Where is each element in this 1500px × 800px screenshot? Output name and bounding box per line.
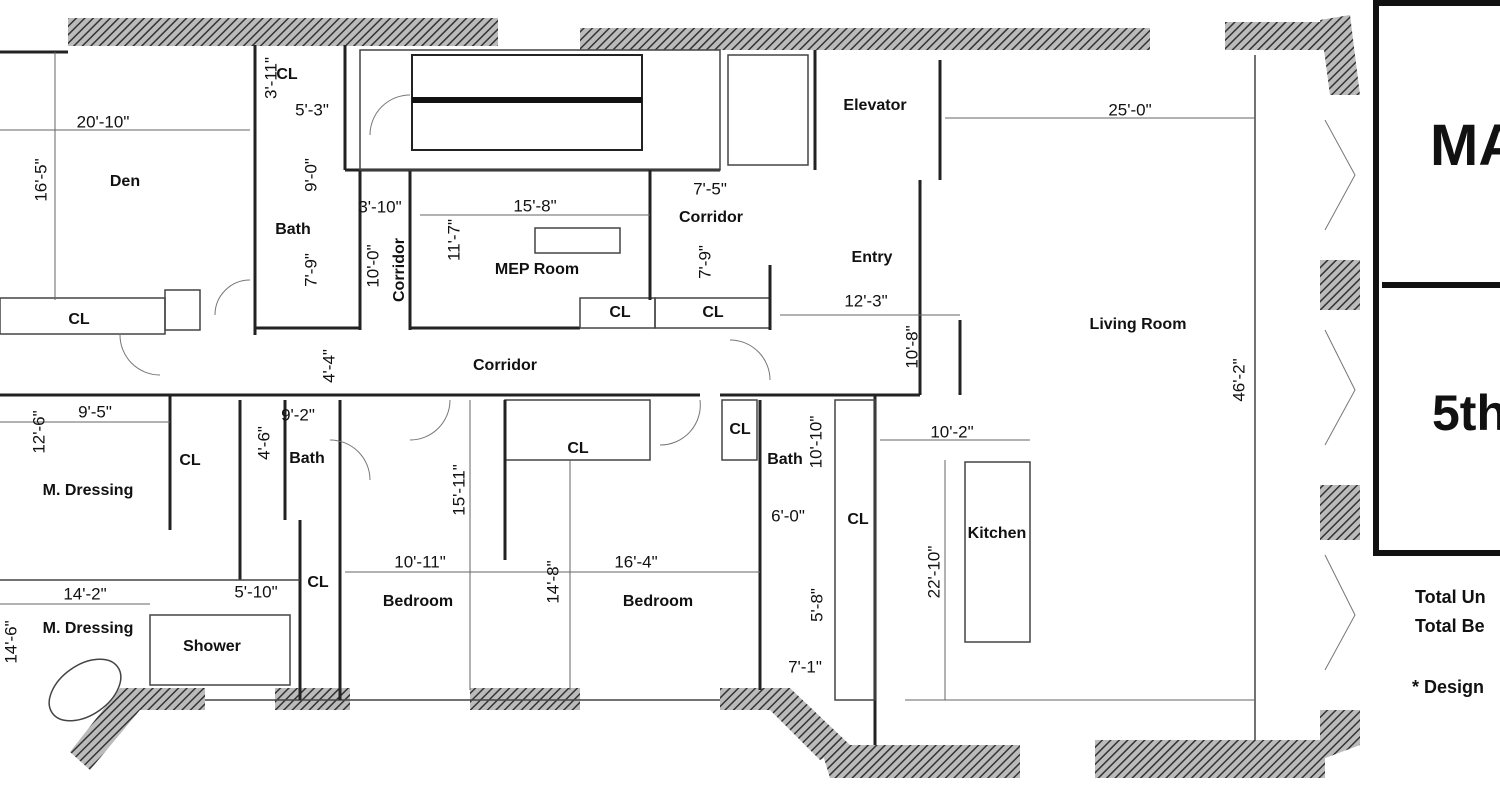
dim-dress-h: 12'-6" [29, 410, 48, 453]
dim-living-w: 25'-0" [1108, 100, 1151, 119]
dim-bed2-h: 14'-8" [543, 560, 562, 603]
dim-dress-w: 9'-5" [78, 402, 112, 421]
dim-mep-h: 11'-7" [444, 219, 463, 261]
room-bedroom-1: Bedroom [383, 593, 453, 610]
title-block: MA 5th Total Un Total Be * Design [1373, 0, 1500, 697]
dimension-lines [0, 52, 1255, 701]
dim-dress2-h: 14'-6" [1, 620, 20, 663]
dim-den-w: 20'-10" [77, 112, 130, 131]
title-block-floor: 5th [1432, 385, 1500, 441]
room-bedroom-2: Bedroom [623, 593, 693, 610]
room-m-dressing-2: M. Dressing [43, 620, 134, 637]
room-entry: Entry [852, 249, 893, 266]
room-bath-right: Bath [767, 451, 803, 468]
total-bedrooms-text: Total Be [1415, 616, 1485, 636]
dim-bed1-w: 10'-11" [394, 552, 446, 571]
design-note-text: * Design [1412, 677, 1484, 697]
dim-bath3-w: 6'-0" [771, 506, 805, 525]
room-cl-center: CL [567, 440, 589, 457]
dim-corr-main-h: 4'-4" [319, 349, 338, 383]
dim-bath2-w: 9'-2" [281, 405, 315, 424]
exterior-walls [0, 15, 1360, 778]
room-living: Living Room [1090, 316, 1187, 333]
dim-living-h: 46'-2" [1229, 358, 1248, 401]
dim-kitchen-w: 10'-2" [930, 422, 973, 441]
room-bath-mid: Bath [289, 450, 325, 467]
room-cl-bed: CL [307, 574, 329, 591]
room-kitchen: Kitchen [968, 525, 1027, 542]
room-den: Den [110, 173, 140, 190]
dim-kitchen-h: 22'-10" [924, 546, 943, 599]
room-cl-den: CL [68, 311, 90, 328]
dimension-labels: 20'-10" 16'-5" 3'-11" 5'-3" 9'-0" 7'-9" … [1, 57, 1248, 677]
room-bath-top: Bath [275, 221, 311, 238]
dim-bath3-h: 10'-10" [806, 416, 825, 469]
dim-bed2-w: 16'-4" [614, 552, 657, 571]
dim-entry-w: 12'-3" [844, 291, 887, 310]
room-cl-mid1: CL [609, 304, 631, 321]
dim-bath-h: 9'-0" [301, 158, 320, 192]
dim-corr2-w: 7'-5" [693, 179, 727, 198]
dim-wc-h: 5'-8" [807, 588, 826, 622]
dim-wc-w: 7'-1" [788, 657, 822, 676]
room-cl-mid2: CL [702, 304, 724, 321]
room-cl-dressing: CL [179, 452, 201, 469]
dim-bed1-h: 15'-11" [449, 464, 468, 516]
dim-corr2-h: 7'-9" [695, 245, 714, 279]
dim-dress2-w: 14'-2" [63, 584, 106, 603]
room-corridor-vert: Corridor [391, 238, 408, 302]
room-cl-right2: CL [847, 511, 869, 528]
room-corridor-main: Corridor [473, 357, 537, 374]
room-cl-right: CL [729, 421, 751, 438]
dim-shower-w: 5'-10" [234, 582, 277, 601]
dim-mep-w: 15'-8" [513, 196, 556, 215]
room-labels: Den CL CL Bath Corridor MEP Room Corrido… [43, 66, 1187, 655]
room-corridor-upper: Corridor [679, 209, 743, 226]
dim-cl-h: 3'-11" [261, 57, 280, 99]
room-shower: Shower [183, 638, 241, 655]
interior-walls [0, 45, 1256, 745]
dim-den-h: 16'-5" [31, 158, 50, 201]
dim-cl-w: 5'-3" [295, 100, 329, 119]
room-m-dressing-1: M. Dressing [43, 482, 134, 499]
electrical-panel [534, 227, 621, 254]
dim-bath-h2: 7'-9" [301, 253, 320, 287]
room-mep: MEP Room [495, 261, 579, 278]
room-elevator: Elevator [843, 97, 906, 114]
dim-bath2-h: 4'-6" [254, 426, 273, 460]
dim-corr-w: 3'-10" [358, 197, 401, 216]
stair [411, 54, 643, 151]
total-units-text: Total Un [1415, 587, 1486, 607]
dim-corr-h: 10'-0" [363, 244, 382, 287]
bathtub [48, 658, 122, 722]
dim-entry-h: 10'-8" [902, 325, 921, 368]
door-swings [119, 94, 1356, 671]
kitchen-island [964, 461, 1031, 643]
title-block-title: MA [1430, 113, 1500, 178]
room-cl-top: CL [276, 66, 298, 83]
